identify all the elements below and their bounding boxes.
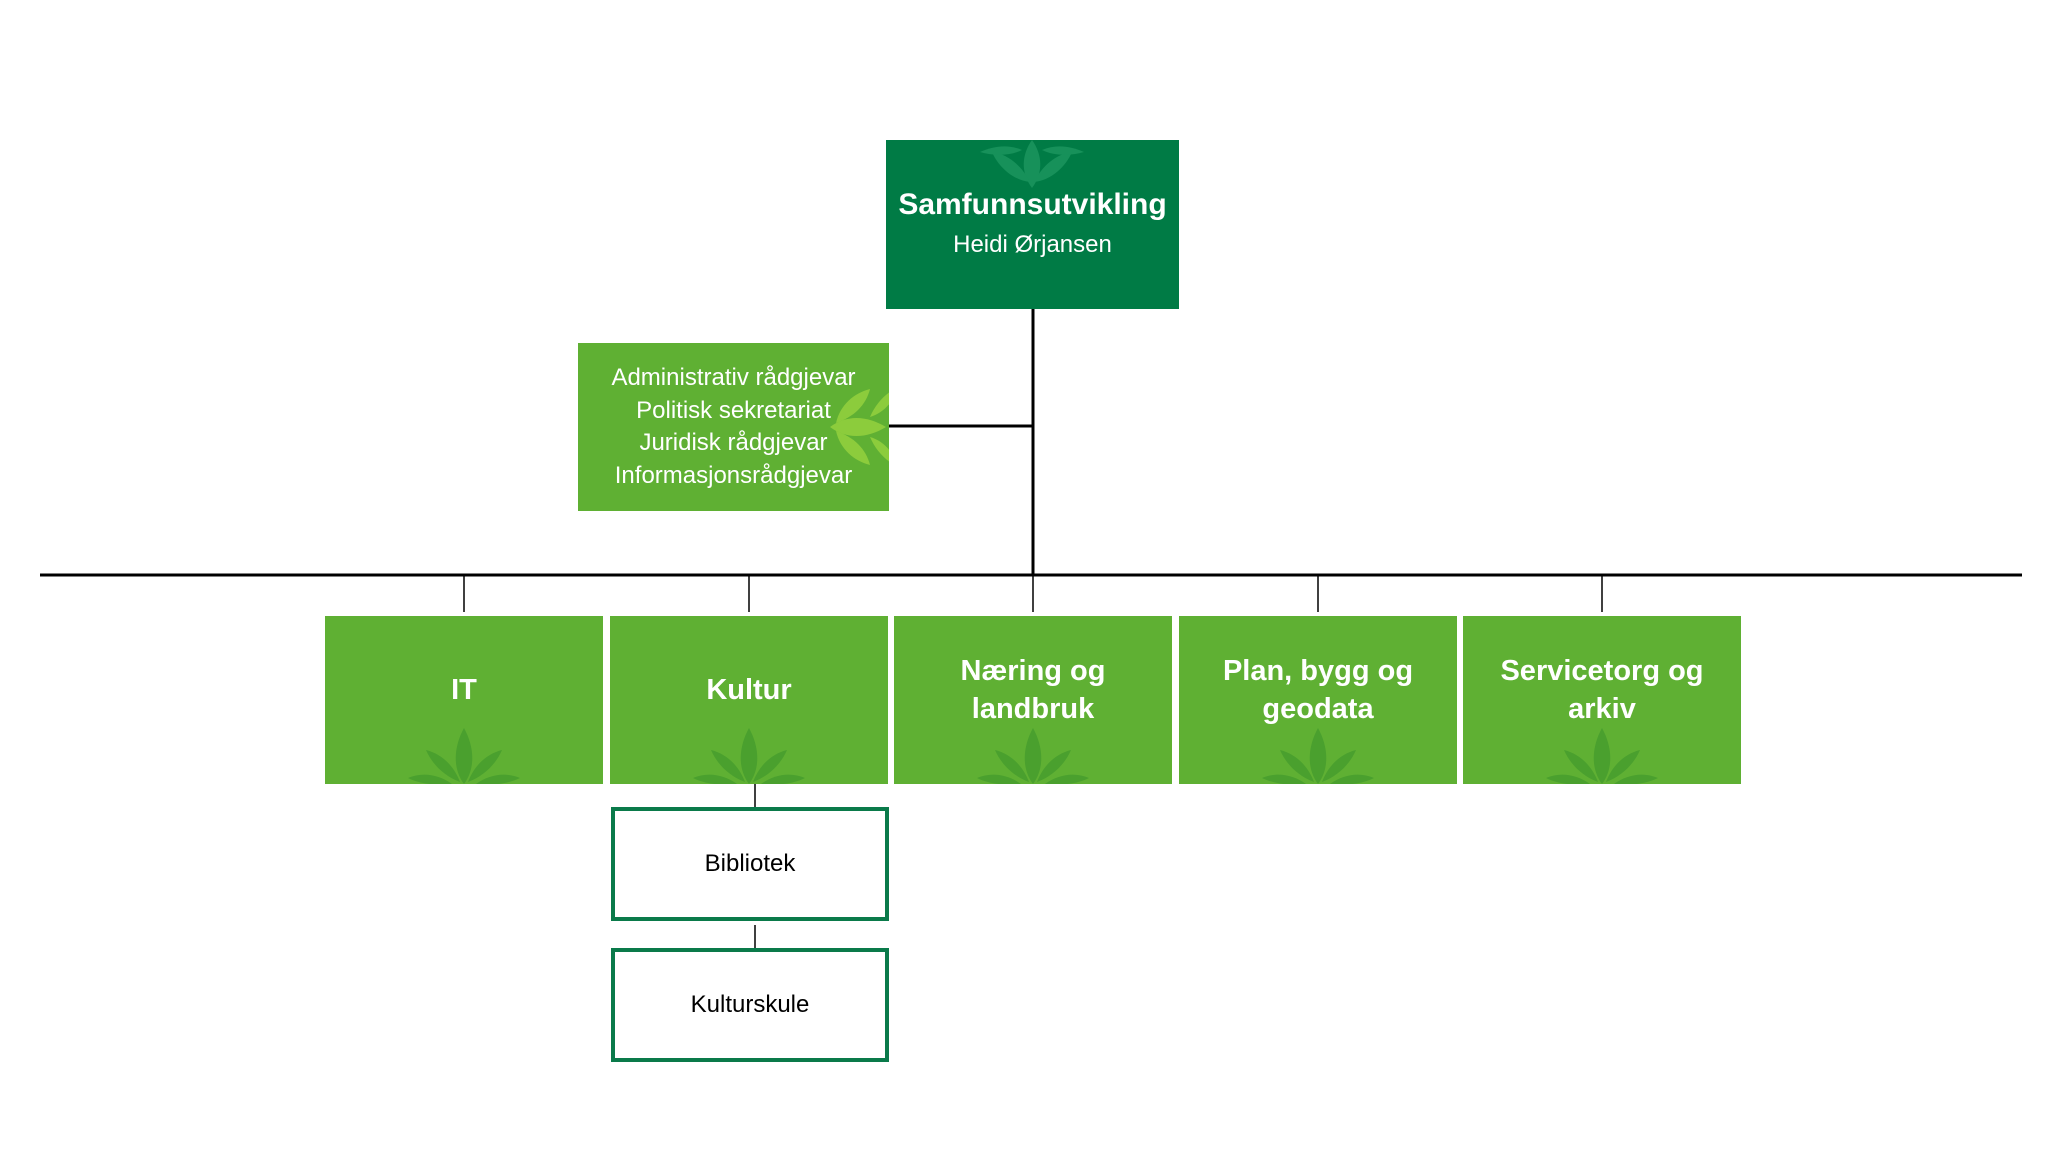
top-unit-person: Heidi Ørjansen [953, 230, 1112, 258]
top-unit-box: Samfunnsutvikling Heidi Ørjansen [886, 140, 1179, 309]
staff-unit-box: Administrativ rådgjevar Politisk sekreta… [578, 343, 889, 511]
staff-role: Juridisk rådgjevar [639, 429, 828, 456]
staff-role: Informasjonsrådgjevar [614, 461, 853, 489]
sub-unit-box-kulturskule: Kulturskule [611, 948, 889, 1062]
department-label-naering: Næring og landbruk [960, 655, 1106, 725]
department-box-servicetorg: Servicetorg og arkiv [1463, 616, 1741, 784]
department-label-servicetorg: Servicetorg og arkiv [1500, 655, 1704, 725]
department-box-plan: Plan, bygg og geodata [1179, 616, 1457, 784]
leaf-motif-icon [1546, 728, 1658, 784]
department-box-kultur: Kultur [610, 616, 888, 784]
sub-unit-box-bibliotek: Bibliotek [611, 807, 889, 921]
department-box-it: IT [325, 616, 603, 784]
department-label-plan: Plan, bygg og geodata [1222, 655, 1414, 725]
department-box-naering: Næring og landbruk [894, 616, 1172, 784]
department-label-it: IT [451, 674, 477, 706]
top-unit-title: Samfunnsutvikling [898, 187, 1167, 221]
leaf-motif-icon [977, 728, 1089, 784]
staff-role: Administrativ rådgjevar [611, 364, 856, 391]
sub-unit-label-kulturskule: Kulturskule [690, 991, 810, 1018]
leaf-motif-icon [408, 728, 520, 784]
leaf-motif-icon [1262, 728, 1374, 784]
leaf-motif-icon [693, 728, 805, 784]
staff-role: Politisk sekretariat [636, 396, 831, 424]
sub-unit-label-bibliotek: Bibliotek [704, 850, 796, 877]
department-label-kultur: Kultur [706, 674, 792, 706]
leaf-motif-icon [980, 140, 1084, 188]
